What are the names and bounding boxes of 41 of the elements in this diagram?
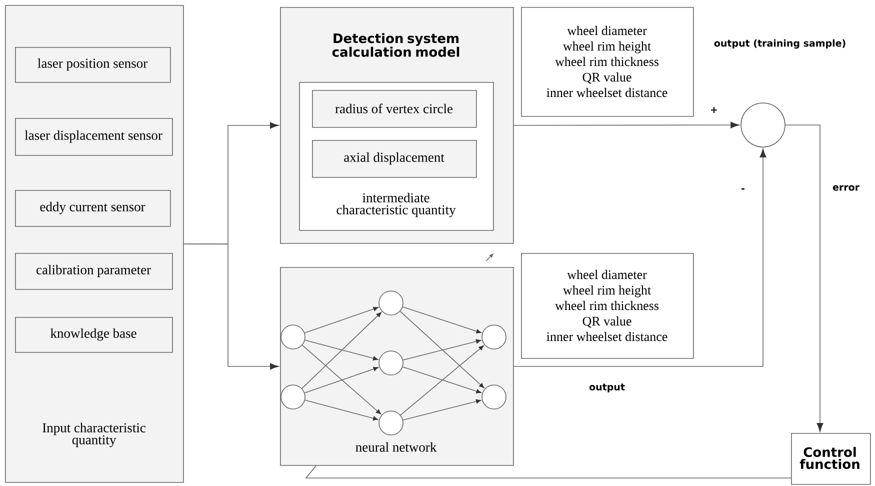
arrow bbox=[402, 339, 481, 360]
item-box: radius of vertex circle bbox=[312, 90, 477, 128]
connector-line bbox=[305, 465, 792, 478]
arrow bbox=[304, 366, 378, 394]
item-box: eddy current sensor bbox=[15, 190, 171, 227]
arrow bbox=[304, 306, 378, 334]
arrow bbox=[402, 366, 482, 394]
panel-box: neural network bbox=[280, 267, 514, 466]
neuron-circle bbox=[378, 290, 404, 316]
item-box: laser position sensor bbox=[15, 47, 171, 83]
annotation-text: output bbox=[589, 384, 625, 392]
arrow bbox=[513, 122, 740, 128]
annotation-text: + bbox=[711, 107, 717, 113]
neuron-circle bbox=[378, 350, 404, 376]
neuron-circle bbox=[378, 410, 404, 436]
summing-junction bbox=[740, 102, 786, 148]
annotation-text: output (training sample) bbox=[714, 39, 846, 49]
arrow bbox=[785, 124, 824, 432]
arrow bbox=[302, 344, 381, 414]
annotation-text: error bbox=[832, 185, 860, 191]
item-box: knowledge base bbox=[15, 317, 173, 353]
arrow bbox=[400, 346, 484, 416]
arrow bbox=[304, 340, 378, 360]
arrow bbox=[400, 310, 484, 388]
item-box: laser displacement sensor bbox=[15, 118, 173, 156]
arrow bbox=[302, 312, 382, 389]
neuron-circle bbox=[280, 324, 306, 350]
arrow bbox=[402, 399, 481, 420]
arrow bbox=[402, 306, 482, 334]
arrow bbox=[513, 148, 766, 367]
arrow bbox=[183, 244, 279, 370]
value-list-box: wheel diameter wheel rim height wheel rim thickness QR value inner wheelset distance bbox=[521, 7, 694, 117]
annotation-text: - bbox=[742, 188, 744, 190]
item-box: calibration parameter bbox=[15, 253, 173, 290]
arrow bbox=[304, 400, 378, 420]
neuron-circle bbox=[280, 384, 306, 410]
neuron-circle bbox=[482, 384, 506, 410]
value-list-box: wheel diameter wheel rim height wheel rim thickness QR value inner wheelset distance bbox=[521, 253, 694, 359]
neuron-circle bbox=[482, 324, 506, 350]
control-box: Control function bbox=[791, 433, 871, 485]
item-box: axial displacement bbox=[312, 140, 477, 178]
